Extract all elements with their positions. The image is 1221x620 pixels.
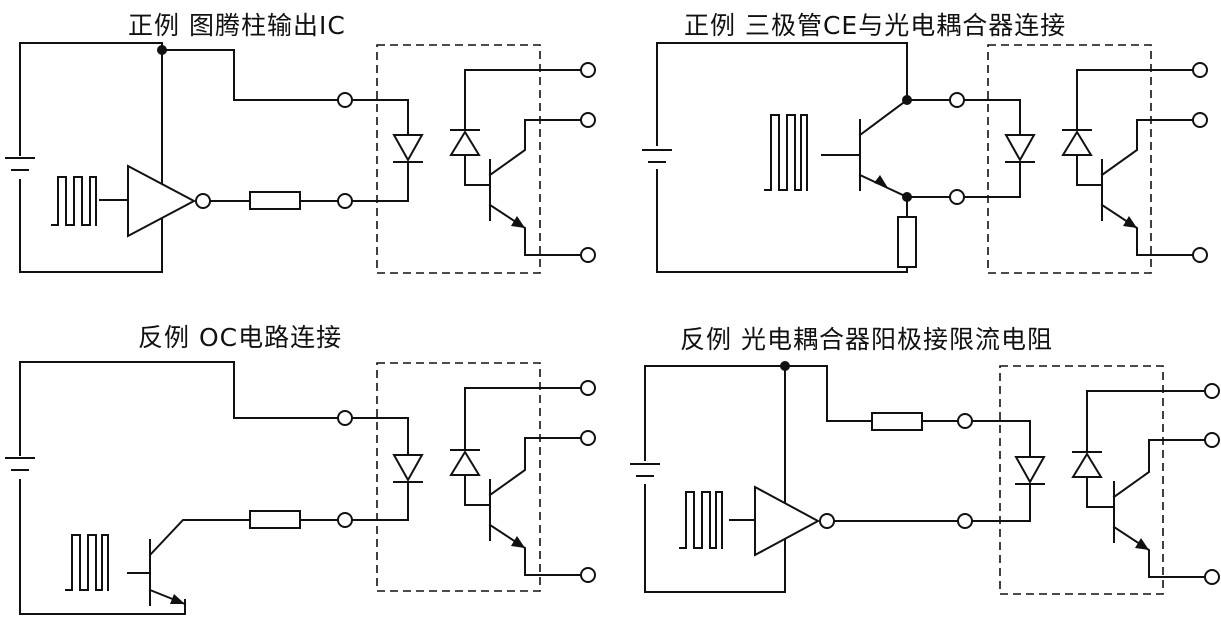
npn-transistor-icon [1112,439,1150,578]
optocoupler-box [376,44,541,274]
terminal-icon [580,112,596,128]
terminal-icon [1204,383,1220,399]
optocoupler-box [999,365,1164,595]
led-diode-icon [392,454,424,483]
buffer-gate-icon [127,164,197,238]
buffer-gate-icon [754,485,821,557]
npn-transistor-icon [1100,119,1138,256]
led-diode-icon [1004,134,1036,163]
pulse-waveform-icon [65,534,109,591]
terminal-icon [580,247,596,263]
diagram-title-top-right: 正例 三极管CE与光电耦合器连接 [684,11,1067,40]
terminal-icon [580,567,596,583]
diagram-title-top-left: 正例 图腾柱输出IC [128,11,346,40]
npn-transistor-icon [488,119,526,256]
terminal-icon [580,430,596,446]
led-diode-icon [1014,456,1046,485]
terminal-icon [1192,112,1208,128]
terminal-icon [1192,247,1208,263]
terminal-icon [580,62,596,78]
terminal-icon [957,513,973,529]
led-diode-icon [392,134,424,163]
pulse-waveform-icon [679,491,723,549]
terminal-icon [1204,432,1220,448]
optocoupler-box [987,44,1152,274]
terminal-icon [1192,62,1208,78]
wire-supply-top [19,42,163,273]
resistor-icon [871,412,923,431]
battery-icon [630,463,660,477]
terminal-icon [580,380,596,396]
pulse-waveform-icon [764,114,808,191]
npn-transistor-icon [148,519,251,606]
battery-icon [5,457,35,471]
pulse-waveform-icon [51,176,97,226]
npn-transistor-icon [858,98,909,199]
diagram-title-bottom-left: 反例 OC电路连接 [138,323,343,352]
terminal-icon [1204,569,1220,585]
battery-icon [5,157,35,171]
resistor-icon [897,216,917,268]
gate-output-bubble [819,513,835,529]
terminal-icon [957,413,973,429]
photodiode-icon [1071,451,1103,478]
battery-icon [642,149,672,163]
optocoupler-box [376,362,541,592]
diagram-title-bottom-right: 反例 光电耦合器阳极接限流电阻 [680,325,1053,354]
npn-transistor-icon [488,437,526,576]
junction-dot-icon [780,361,790,371]
